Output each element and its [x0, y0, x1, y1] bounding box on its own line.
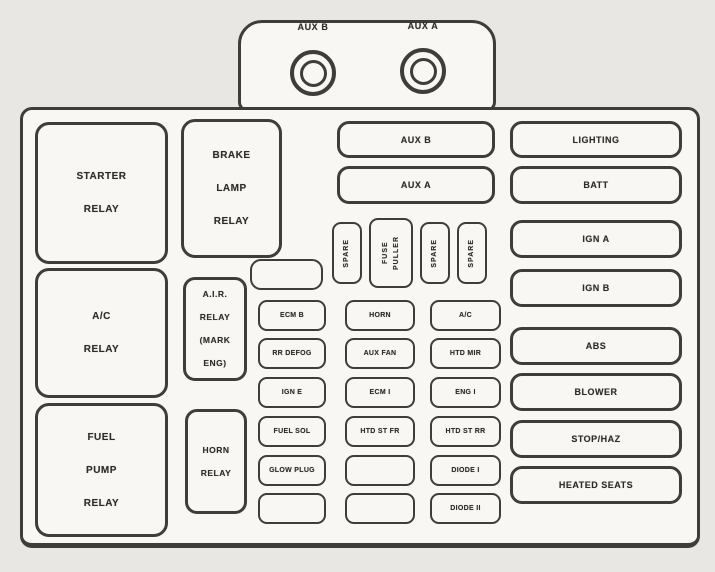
aux-b-terminal-inner-ring	[299, 59, 327, 87]
fuse-lighting: LIGHTING	[510, 121, 682, 158]
fuel-pump-relay: FUEL PUMP RELAY	[35, 403, 168, 537]
fuse-htd-mir: HTD MIR	[430, 338, 501, 369]
fuse-ecm-b: ECM B	[258, 300, 326, 331]
aux-b-fuse: AUX B	[337, 121, 495, 158]
fuse-aux-fan: AUX FAN	[345, 338, 415, 369]
aux-a-fuse: AUX A	[337, 166, 495, 204]
horn-relay: HORN RELAY	[185, 409, 247, 514]
fuse-ign-e: IGN E	[258, 377, 326, 408]
fuse-ecm-i: ECM I	[345, 377, 415, 408]
fuse-blank	[258, 493, 326, 524]
fuse-ign-a: IGN A	[510, 220, 682, 258]
spare-slot-2: SPARE	[420, 222, 450, 284]
spare-slot-1: SPARE	[332, 222, 362, 284]
top-tab	[238, 20, 496, 112]
starter-relay: STARTER RELAY	[35, 122, 168, 264]
fuse-stop-haz: STOP/HAZ	[510, 420, 682, 458]
fuse-abs: ABS	[510, 327, 682, 365]
spare-slot-3: SPARE	[457, 222, 487, 284]
spare-slot-1-label: SPARE	[343, 238, 351, 268]
fuse-eng-i: ENG I	[430, 377, 501, 408]
fuse-blower: BLOWER	[510, 373, 682, 411]
fuse-ign-b: IGN B	[510, 269, 682, 307]
fuse-ac: A/C	[430, 300, 501, 331]
brake-lamp-relay: BRAKE LAMP RELAY	[181, 119, 282, 258]
aux-a-terminal-inner-ring	[409, 57, 437, 85]
fuse-fuel-sol: FUEL SOL	[258, 416, 326, 447]
fuse-htd-st-rr: HTD ST RR	[430, 416, 501, 447]
fuse-batt: BATT	[510, 166, 682, 204]
fuse-rr-defog: RR DEFOG	[258, 338, 326, 369]
fuse-glow-plug: GLOW PLUG	[258, 455, 326, 486]
fuse-heated-seats: HEATED SEATS	[510, 466, 682, 504]
aux-a-terminal-label: AUX A	[407, 21, 439, 31]
aux-b-terminal-icon	[290, 50, 336, 96]
spare-slot-2-label: SPARE	[431, 238, 439, 268]
aux-b-terminal-label: AUX B	[297, 22, 329, 32]
fuse-htd-st-fr: HTD ST FR	[345, 416, 415, 447]
fuse-diode-ii: DIODE II	[430, 493, 501, 524]
ac-relay: A/C RELAY	[35, 268, 168, 398]
fuse-horn: HORN	[345, 300, 415, 331]
aux-a-terminal-icon	[400, 48, 446, 94]
fuse-blank-slot	[250, 259, 323, 290]
spare-slot-3-label: SPARE	[468, 238, 476, 268]
fuse-puller-label: FUSE PULLER	[381, 236, 400, 270]
fuse-blank	[345, 493, 415, 524]
air-relay: A.I.R. RELAY (MARK ENG)	[183, 277, 247, 381]
fuse-blank	[345, 455, 415, 486]
fuse-puller-slot: FUSE PULLER	[369, 218, 413, 288]
fuse-diode-i: DIODE I	[430, 455, 501, 486]
